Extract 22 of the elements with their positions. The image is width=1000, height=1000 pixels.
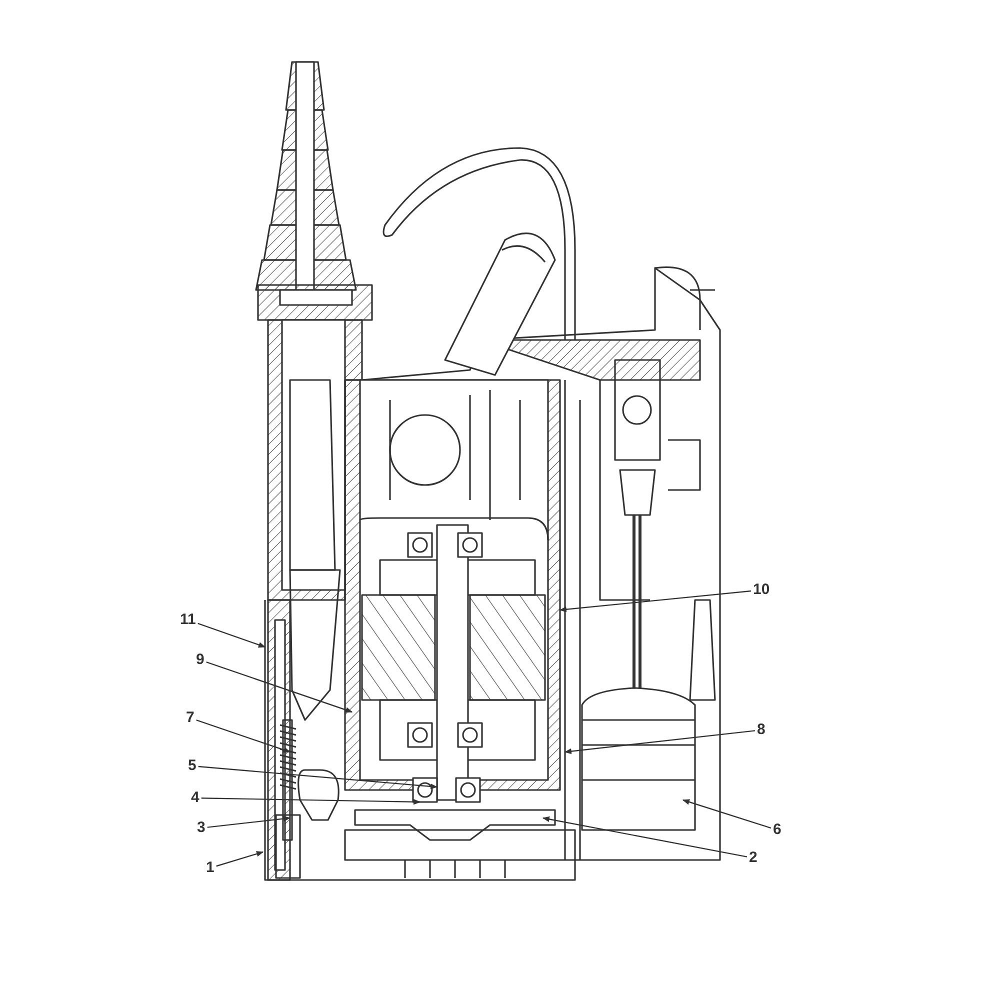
leader-line — [198, 766, 438, 790]
leader-line — [216, 851, 264, 867]
leader-line — [564, 730, 756, 754]
callout-number: 8 — [757, 721, 766, 739]
callout-number: 6 — [773, 821, 782, 839]
leader-line — [198, 622, 266, 648]
callout-number: 4 — [191, 789, 200, 807]
leader-line — [559, 590, 752, 612]
leader-line — [201, 798, 421, 805]
callout-number: 3 — [197, 819, 206, 837]
leader-line — [542, 816, 748, 858]
leader-line — [196, 720, 291, 753]
callout-number: 1 — [206, 859, 214, 877]
callout-number: 5 — [188, 757, 196, 775]
callout-number: 2 — [749, 849, 758, 867]
callout-number: 10 — [753, 581, 770, 599]
callout-number: 7 — [186, 709, 194, 727]
leader-line — [206, 662, 353, 713]
callout-number: 11 — [180, 611, 196, 629]
callout-number: 9 — [196, 651, 204, 669]
leader-line — [207, 816, 291, 828]
leader-line — [682, 799, 772, 829]
